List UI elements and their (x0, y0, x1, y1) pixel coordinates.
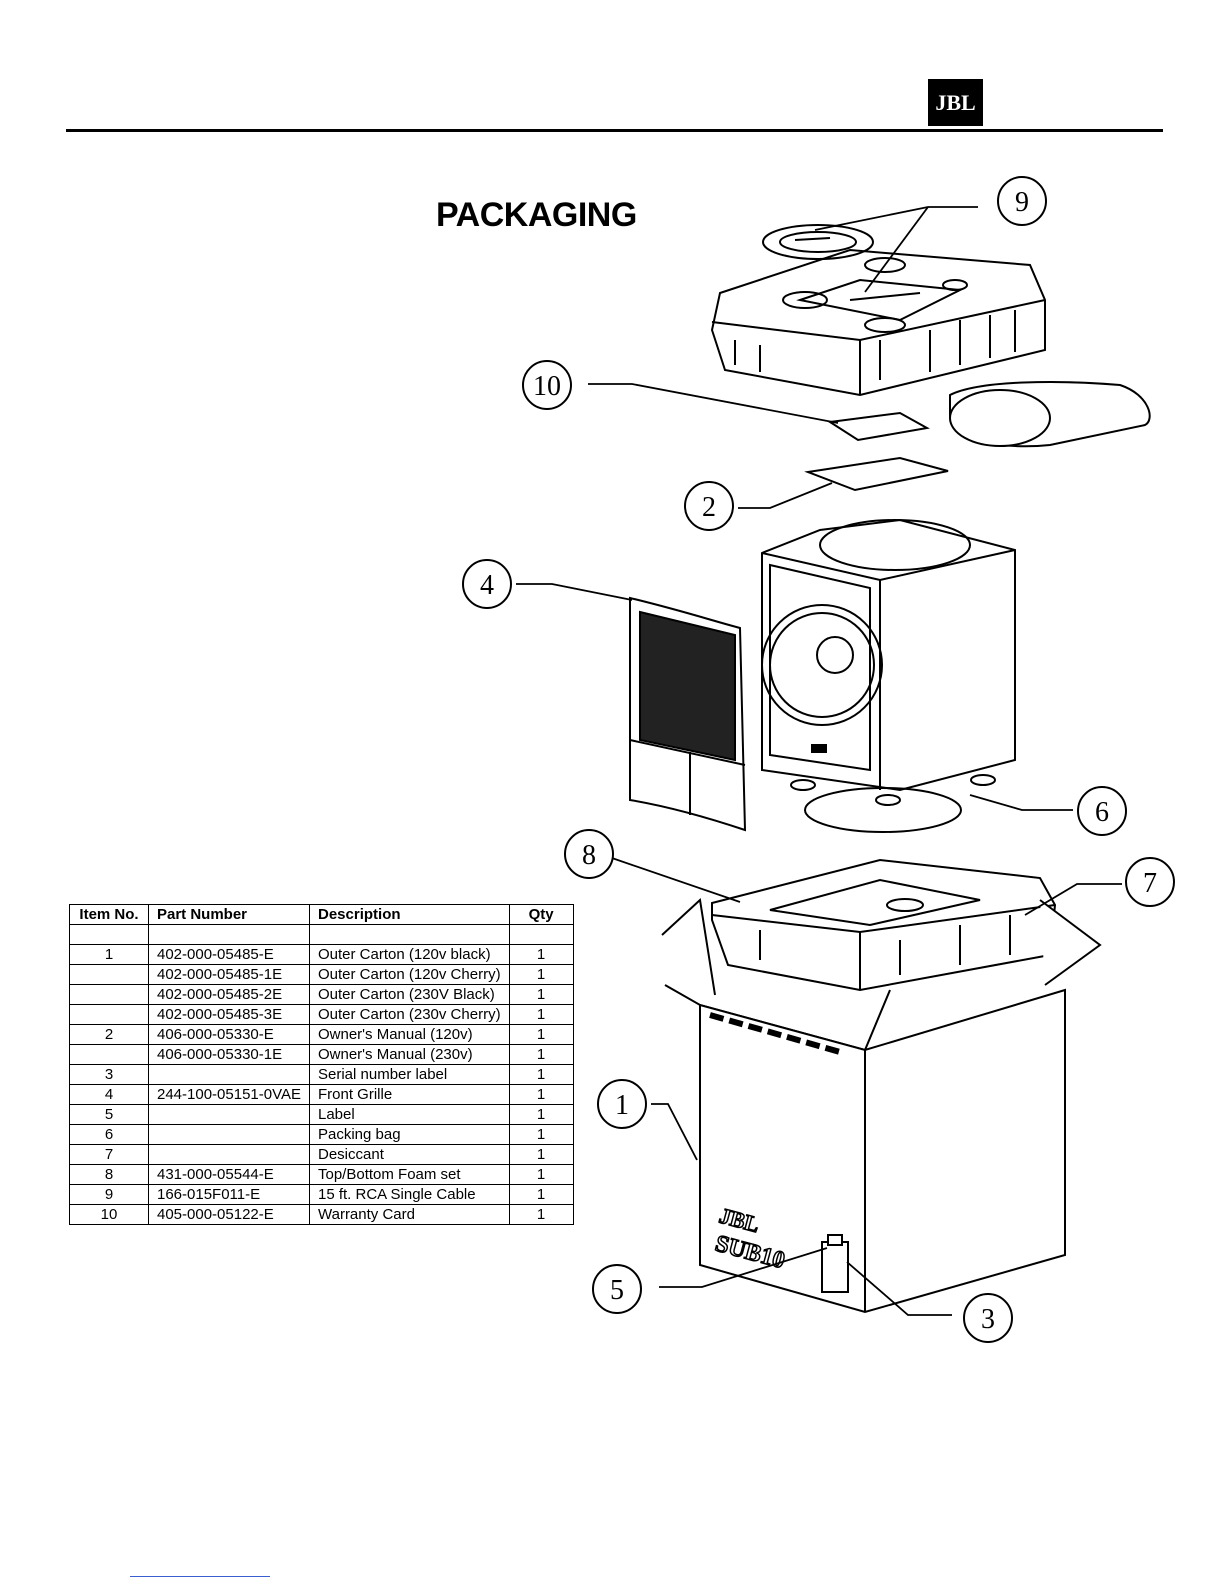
cell-description: 15 ft. RCA Single Cable (309, 1184, 510, 1205)
callout-6: 6 (1077, 786, 1127, 836)
footer-link-underline[interactable] (130, 1576, 270, 1577)
warranty-card (827, 411, 930, 442)
cell-part-number: 406-000-05330-E (148, 1024, 310, 1045)
col-description: Description (309, 904, 510, 925)
cell-description: Outer Carton (120v Cherry) (309, 964, 510, 985)
svg-text:1: 1 (615, 1090, 629, 1121)
cell-description: Outer Carton (230V Black) (309, 984, 510, 1005)
callout-4: 4 (462, 559, 512, 609)
cell-part-number: 406-000-05330-1E (148, 1044, 310, 1065)
cell-description: Front Grille (309, 1084, 510, 1105)
leader-lines (516, 206, 1122, 1316)
cell-part-number: 402-000-05485-E (148, 944, 310, 965)
callout-10: 10 (522, 360, 572, 410)
cell-description: Outer Carton (120v black) (309, 944, 510, 965)
callout-2: 2 (684, 481, 734, 531)
page-title: PACKAGING (436, 196, 637, 234)
cell-description: Outer Carton (230v Cherry) (309, 1004, 510, 1025)
top-foam (710, 248, 1046, 397)
cell-part-number: 402-000-05485-3E (148, 1004, 310, 1025)
svg-text:4: 4 (480, 570, 494, 601)
cell-item-no: 10 (69, 1204, 149, 1225)
header-rule (66, 129, 1163, 132)
subwoofer (761, 518, 1016, 833)
owners-manual (804, 456, 949, 492)
bottom-foam (711, 858, 1057, 992)
packing-bag-folded (949, 381, 1151, 448)
cell-part-number: 402-000-05485-2E (148, 984, 310, 1005)
cell-part-number: 405-000-05122-E (148, 1204, 310, 1225)
cell-description: Owner's Manual (230v) (309, 1044, 510, 1065)
callout-7: 7 (1125, 857, 1175, 907)
cell-part-number: 431-000-05544-E (148, 1164, 310, 1185)
table-header-row: Item No. Part Number Description Qty (69, 904, 574, 925)
callout-9: 9 (997, 176, 1047, 226)
cell-description: Warranty Card (309, 1204, 510, 1225)
parts-table: Item No. Part Number Description Qty 1 40… (69, 904, 574, 1225)
callout-8: 8 (564, 829, 614, 879)
svg-text:3: 3 (981, 1304, 995, 1335)
svg-text:7: 7 (1143, 868, 1157, 899)
svg-text:6: 6 (1095, 797, 1109, 828)
callout-1: 1 (597, 1079, 647, 1129)
callout-3: 3 (963, 1293, 1013, 1343)
callout-5: 5 (592, 1264, 642, 1314)
svg-text:5: 5 (610, 1275, 624, 1306)
rca-cable (762, 224, 874, 260)
front-grille (629, 596, 747, 832)
svg-text:8: 8 (582, 840, 596, 871)
jbl-logo: JBL (928, 79, 983, 126)
svg-text:2: 2 (702, 492, 716, 523)
svg-text:10: 10 (533, 371, 561, 402)
callouts: 9 10 2 4 6 8 7 1 5 3 (462, 176, 1175, 1343)
cell-qty: 1 (508, 1204, 574, 1225)
cell-description: Desiccant (309, 1144, 510, 1165)
svg-text:9: 9 (1015, 187, 1029, 218)
outer-carton: JBL SUB10 (661, 897, 1102, 1314)
